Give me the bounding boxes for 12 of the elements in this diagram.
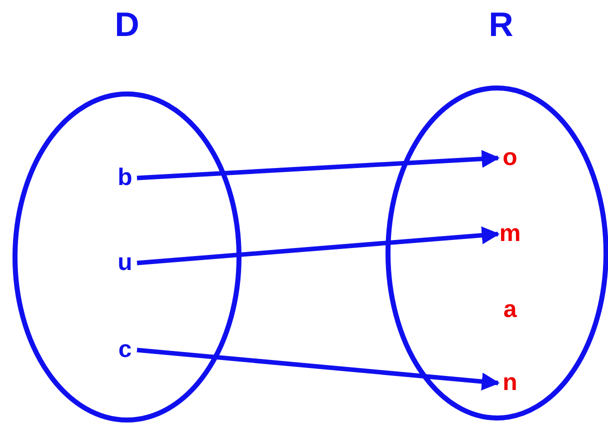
arrow (136, 348, 500, 390)
set-label: R (488, 5, 514, 45)
element-label: b (113, 165, 137, 191)
arrow (136, 226, 500, 266)
element-label: m (498, 221, 522, 247)
arrow (136, 150, 500, 180)
element-label: u (113, 250, 137, 276)
element-label: n (498, 370, 522, 396)
element-label: a (498, 297, 522, 323)
element-label: c (113, 337, 137, 363)
element-label: o (498, 145, 522, 171)
set-label: D (114, 5, 140, 45)
